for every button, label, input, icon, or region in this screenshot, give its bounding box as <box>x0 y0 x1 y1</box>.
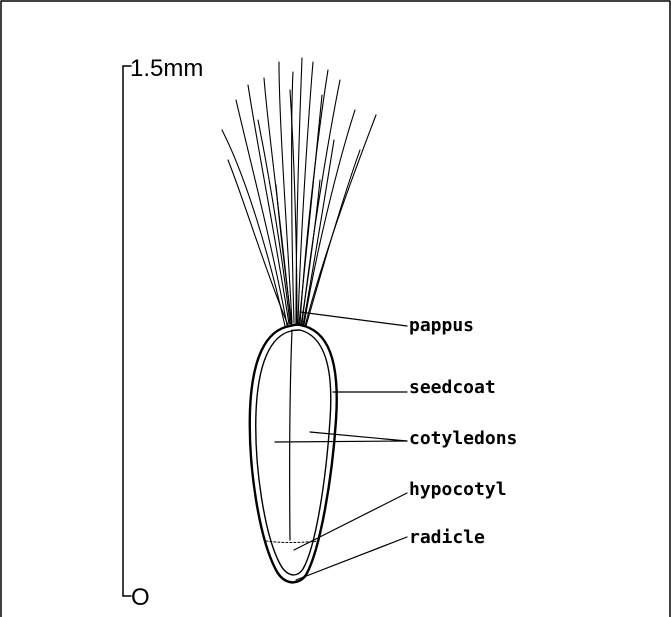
label-radicle: radicle <box>409 527 485 548</box>
cotyledons-leader-a <box>275 441 407 442</box>
cotyledons-leader-b <box>310 432 407 441</box>
pappus-leader <box>300 312 407 326</box>
scale-bar: 1.5mm O <box>123 55 203 611</box>
seedcoat-outline <box>250 325 337 583</box>
leader-lines <box>275 312 407 580</box>
label-seedcoat: seedcoat <box>409 377 496 398</box>
part-labels: pappus seedcoat cotyledons hypocotyl rad… <box>409 315 517 548</box>
label-hypocotyl: hypocotyl <box>409 479 507 500</box>
scale-bottom-label: O <box>131 584 150 611</box>
label-cotyledons: cotyledons <box>409 428 517 449</box>
scale-top-label: 1.5mm <box>130 55 203 82</box>
hypocotyl-leader <box>294 493 407 550</box>
pappus-bristles <box>222 58 376 326</box>
cotyledon-divider <box>290 330 292 540</box>
label-pappus: pappus <box>409 315 474 336</box>
